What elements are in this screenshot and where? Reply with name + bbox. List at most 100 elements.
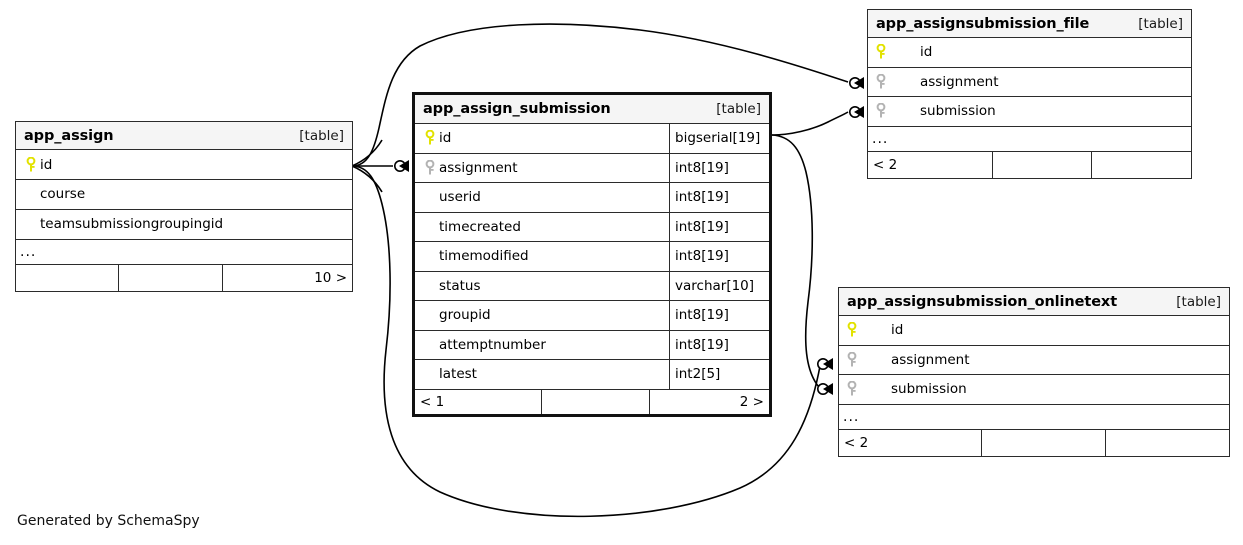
- footer-cell-right: 10 >: [222, 264, 352, 291]
- column-cell: userid: [415, 183, 669, 212]
- column-name: submission: [920, 103, 996, 120]
- column-name: course: [40, 186, 86, 203]
- edge-assign-to-file: [351, 23, 849, 167]
- column-name: userid: [439, 189, 481, 206]
- column-type: bigserial[19]: [669, 124, 769, 153]
- column-cell: timecreated: [415, 213, 669, 242]
- table-type-tag: [table]: [1138, 15, 1183, 32]
- table-footer-app-assign: 10 >: [16, 264, 352, 291]
- column-name: id: [40, 156, 53, 173]
- column-name: timemodified: [439, 248, 529, 265]
- table-app-assignsubmission-file[interactable]: app_assignsubmission_file [table] id ass…: [867, 9, 1192, 179]
- column-name: id: [891, 322, 904, 339]
- column-cell: submission: [868, 97, 1191, 126]
- column-type: int8[19]: [669, 330, 769, 359]
- table-row[interactable]: assignment: [839, 346, 1229, 375]
- column-cell: id: [415, 124, 669, 153]
- table-row[interactable]: assignment: [868, 68, 1191, 97]
- connector-endpoints: [393, 77, 864, 395]
- column-cell: id: [868, 38, 1191, 67]
- column-type: int8[19]: [669, 301, 769, 330]
- table-row[interactable]: id: [839, 316, 1229, 346]
- table-row[interactable]: course: [16, 180, 352, 210]
- column-name: timecreated: [439, 218, 521, 235]
- foreign-key-icon: [845, 381, 877, 397]
- column-cell: assignment: [839, 346, 1229, 375]
- table-app-assign-submission[interactable]: app_assign_submission [table] id bigseri…: [412, 92, 772, 417]
- column-cell: teamsubmissiongroupingid: [16, 210, 352, 239]
- column-cell: status: [415, 272, 669, 301]
- column-cell: course: [16, 180, 352, 209]
- footer-cell-left: < 1: [420, 393, 445, 410]
- column-type: int8[19]: [669, 212, 769, 241]
- table-row[interactable]: assignment int8[19]: [415, 153, 769, 183]
- table-row[interactable]: submission: [868, 97, 1191, 127]
- column-type: int8[19]: [669, 242, 769, 271]
- column-name: assignment: [920, 73, 999, 90]
- column-cell: attemptnumber: [415, 331, 669, 360]
- column-name: teamsubmissiongroupingid: [40, 216, 224, 232]
- primary-key-icon: [421, 130, 439, 146]
- table-header-app-assign-submission: app_assign_submission [table]: [415, 95, 769, 124]
- edge-assign-to-onlinetext: [351, 165, 821, 518]
- table-type-tag: [table]: [299, 127, 344, 144]
- table-header-app-assignsubmission-file: app_assignsubmission_file [table]: [868, 10, 1191, 38]
- table-type-tag: [table]: [1176, 293, 1221, 310]
- column-cell: id: [16, 150, 352, 179]
- column-type: int8[19]: [669, 183, 769, 212]
- column-name: assignment: [439, 159, 518, 176]
- table-row[interactable]: groupid int8[19]: [415, 301, 769, 331]
- primary-key-icon: [22, 156, 40, 173]
- footer-cell-right: [1091, 151, 1191, 178]
- foreign-key-icon: [874, 73, 906, 90]
- crowsfoot-app-assign-id: [351, 139, 383, 193]
- table-app-assign[interactable]: app_assign [table] id course teamsubmiss…: [15, 121, 353, 292]
- column-name: groupid: [439, 307, 491, 324]
- column-cell: assignment: [415, 154, 669, 183]
- column-name: attemptnumber: [439, 336, 546, 353]
- column-name: status: [439, 277, 481, 294]
- table-row[interactable]: id: [868, 38, 1191, 68]
- more-columns-indicator: ...: [16, 240, 352, 265]
- footer-cell-left: < 2: [844, 434, 869, 451]
- footer-cell-left: < 2: [873, 156, 898, 173]
- column-name: assignment: [891, 351, 970, 368]
- table-row[interactable]: submission: [839, 375, 1229, 405]
- table-title: app_assignsubmission_onlinetext: [847, 293, 1118, 310]
- table-row[interactable]: id: [16, 150, 352, 180]
- table-row[interactable]: latest int2[5]: [415, 360, 769, 390]
- table-row[interactable]: teamsubmissiongroupingid: [16, 210, 352, 240]
- primary-key-icon: [845, 322, 877, 338]
- column-type: int8[19]: [669, 153, 769, 182]
- table-row[interactable]: timemodified int8[19]: [415, 242, 769, 272]
- table-row[interactable]: timecreated int8[19]: [415, 212, 769, 242]
- footer-cell-middle: [981, 429, 1105, 456]
- table-row[interactable]: attemptnumber int8[19]: [415, 330, 769, 360]
- table-row[interactable]: userid int8[19]: [415, 183, 769, 213]
- footer-cell-left: [16, 265, 118, 291]
- table-row[interactable]: status varchar[10]: [415, 271, 769, 301]
- column-cell: latest: [415, 360, 669, 389]
- footer-cell-middle: [992, 151, 1091, 178]
- table-app-assignsubmission-onlinetext[interactable]: app_assignsubmission_onlinetext [table] …: [838, 287, 1230, 457]
- footer-cell-middle: [541, 389, 649, 414]
- column-name: submission: [891, 381, 967, 398]
- table-title: app_assign_submission: [423, 101, 611, 117]
- table-title: app_assign: [24, 127, 114, 144]
- more-columns-indicator: ...: [839, 405, 1229, 430]
- foreign-key-icon: [845, 351, 877, 368]
- column-cell: groupid: [415, 301, 669, 330]
- footer-cell-right: 2 >: [649, 389, 769, 414]
- more-columns-indicator: ...: [868, 127, 1191, 152]
- footer-cell-middle: [118, 264, 222, 291]
- column-cell: timemodified: [415, 242, 669, 271]
- column-name: id: [439, 130, 452, 147]
- table-footer-app-assign-submission: < 1 2 >: [415, 389, 769, 414]
- table-footer-app-assignsubmission-file: < 2: [868, 151, 1191, 178]
- edge-submission-to-file: [771, 111, 849, 136]
- schemaspy-credit: Generated by SchemaSpy: [17, 513, 200, 529]
- table-row[interactable]: id bigserial[19]: [415, 124, 769, 154]
- column-cell: submission: [839, 375, 1229, 404]
- table-type-tag: [table]: [716, 101, 761, 117]
